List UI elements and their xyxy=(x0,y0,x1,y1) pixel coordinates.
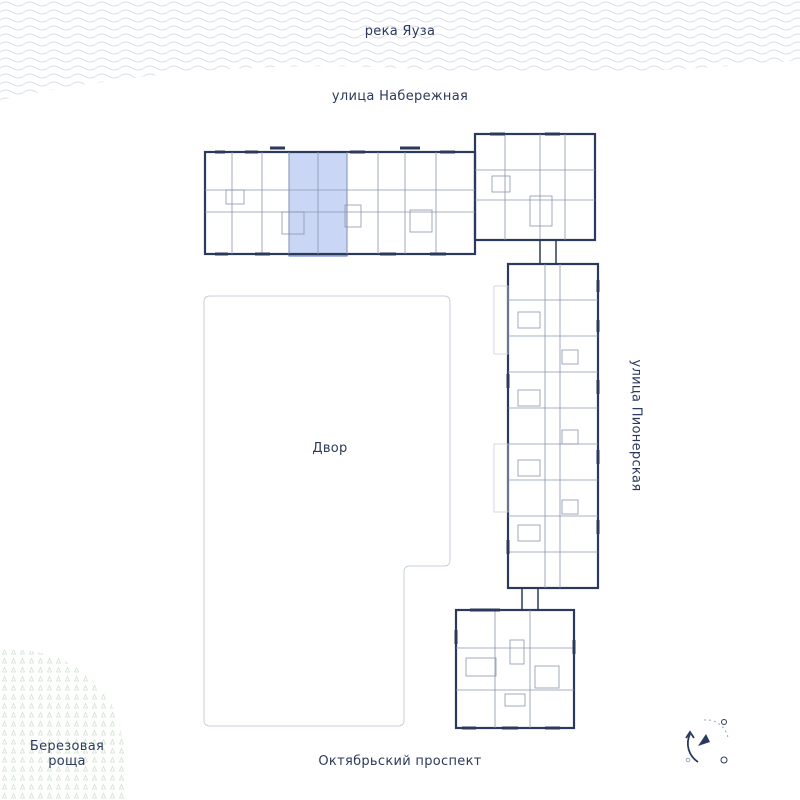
building-north-wing xyxy=(203,132,597,256)
grove-area xyxy=(0,649,126,800)
street-label-north: улица Набережная xyxy=(331,89,469,104)
street-label-south: Октябрьский проспект xyxy=(318,754,482,769)
grove-label-line2: роща xyxy=(48,754,86,769)
courtyard-outline xyxy=(203,295,451,727)
compass-rose-icon[interactable] xyxy=(676,712,736,772)
grove-label: Березовая роща xyxy=(22,739,112,769)
street-label-east: улица Пионерская xyxy=(628,359,644,492)
connector-north xyxy=(539,239,557,265)
river-area xyxy=(0,0,800,100)
river-label: река Яуза xyxy=(364,24,436,39)
grove-label-line1: Березовая xyxy=(29,739,105,754)
yard-label: Двор xyxy=(312,441,348,456)
building-south-block xyxy=(454,608,576,730)
connector-south xyxy=(521,587,539,611)
building-east-wing xyxy=(493,262,600,590)
